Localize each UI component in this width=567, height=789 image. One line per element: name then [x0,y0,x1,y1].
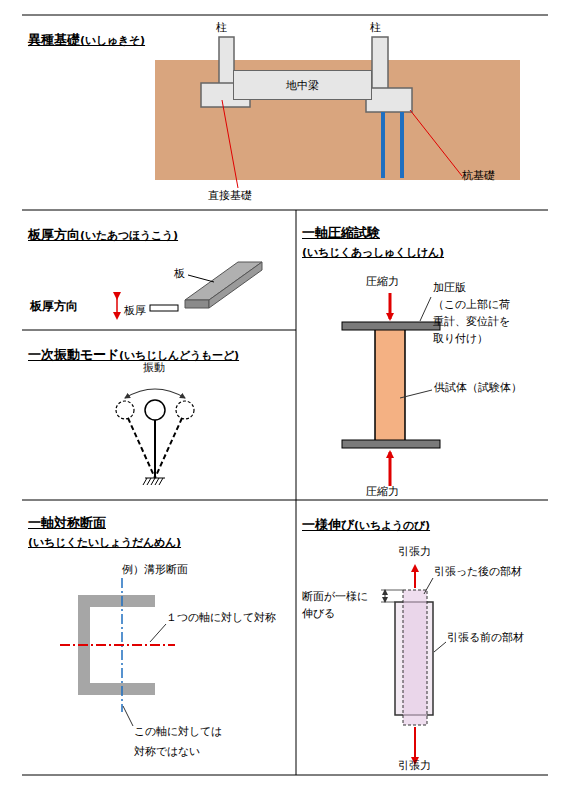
term-reading: (いちじくたいしょうだんめん) [28,535,290,550]
channel-figure [60,578,175,726]
foundation-label: 杭基礎 [462,168,495,184]
vibration-figure [116,389,194,485]
vibration-label: 振動 [143,360,165,376]
force-label: 圧縮力 [366,484,399,500]
thickness-label: 板厚 [124,303,146,319]
force-label: 引張力 [398,758,431,774]
force-label: 圧縮力 [366,274,399,290]
term-title: 一軸圧縮試験 [302,224,542,242]
compression-figure [342,293,440,486]
term-title: 一様伸び [302,517,354,532]
term-reading: (いたあつほうこう) [80,229,178,242]
term-title: 一次振動モード [28,347,119,362]
grid-lines [22,15,548,775]
axis-note: 対称ではない [134,744,200,760]
foundation-figure [155,37,520,188]
member-label: 引張った後の部材 [434,564,522,580]
force-label: 引張力 [398,544,431,560]
term-title: 異種基礎 [28,32,80,47]
example-label: 例）溝形断面 [122,562,188,578]
foundation-label: 直接基礎 [208,188,252,204]
term-reading: (いちようのび) [354,519,430,532]
plate-figure [117,262,262,318]
direction-label: 板厚方向 [30,298,78,315]
member-label: 引張る前の部材 [447,630,524,646]
elongation-figure [381,566,446,763]
column-label: 柱 [370,20,381,36]
specimen-label: 供試体（試験体） [434,380,522,396]
axis-note: この軸に対しては [134,724,222,740]
term-title: 一軸対称断面 [28,514,290,532]
axis-note: １つの軸に対して対称 [166,610,276,626]
term-reading: (いちじくあっしゅくしけん) [302,245,542,260]
term-reading: (いしゅきそ) [80,34,145,47]
elongation-note: 断面が一様に伸びる [302,588,378,622]
beam-box: 地中梁 [233,70,372,100]
plate-label: 加圧版 [433,280,466,296]
plate-label: 板 [174,266,185,282]
term-reading: (いちじしんどうもーど) [119,349,239,362]
beam-label: 地中梁 [286,78,319,93]
column-label: 柱 [216,20,227,36]
compression-panel: 一軸圧縮試験 (いちじくあっしゅくしけん) [296,210,548,500]
term-title: 板厚方向 [28,227,80,242]
vibration-panel: 一次振動モード(いちじしんどうもーど) [22,330,296,500]
note-label: （この上部に荷重計、変位計を取り付け） [433,296,517,347]
